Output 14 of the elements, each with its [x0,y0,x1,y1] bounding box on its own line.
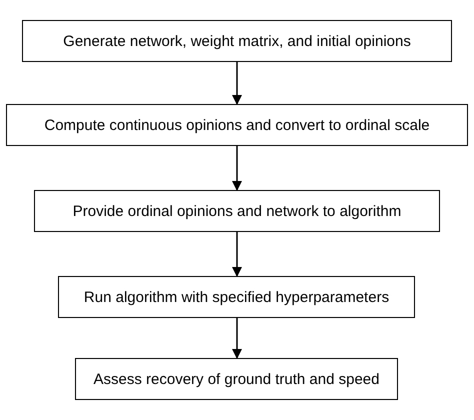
process-box [58,276,415,318]
process-box [22,20,452,62]
arrow [232,232,242,277]
process-box [34,190,440,232]
step-text: Run algorithm with specified hyperparameters [84,288,390,306]
step-text: Assess recovery of ground truth and speed [94,370,380,388]
arrow [232,62,242,105]
step-text: Generate network, weight matrix, and initial opinions [63,32,411,50]
arrow [232,146,242,191]
process-box [6,104,468,146]
arrow [232,318,242,359]
step-text: Compute continuous opinions and convert to ordinal scale [44,116,430,134]
process-box [75,358,398,400]
step-text: Provide ordinal opinions and network to algorithm [72,202,402,220]
